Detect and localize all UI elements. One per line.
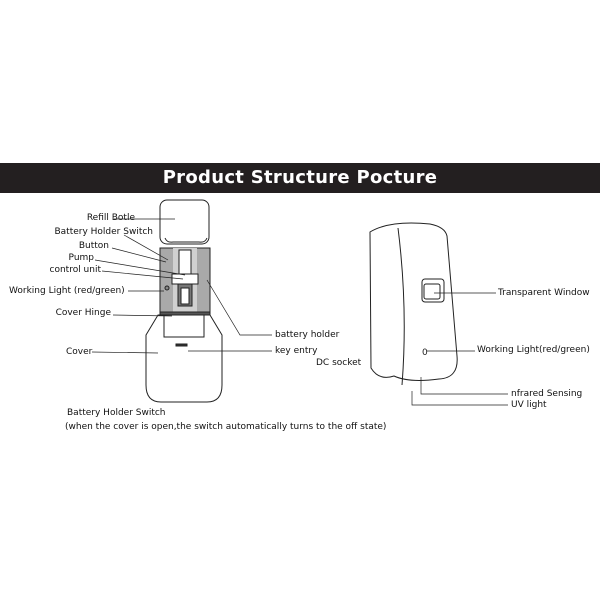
label-uv-light: UV light	[511, 400, 547, 410]
label-dc-socket: DC socket	[316, 358, 362, 368]
label-cover-hinge: Cover Hinge	[55, 308, 111, 318]
control-unit	[171, 273, 199, 285]
label-cover: Cover	[66, 347, 93, 357]
open-dispenser-drawing	[145, 199, 223, 403]
leader-lines-left	[91, 218, 272, 354]
page-title: Product Structure Pocture	[162, 167, 438, 188]
label-control-unit: control unit	[49, 265, 102, 275]
note-text: (when the cover is open,the switch autom…	[65, 422, 387, 432]
label-refill-bottle: Refill Botle	[86, 213, 135, 223]
label-infrared-sensing: nfrared Sensing	[511, 389, 583, 399]
pump	[178, 249, 192, 275]
label-pump: Pump	[68, 253, 94, 263]
title-banner: Product Structure Pocture	[0, 163, 600, 193]
leader-lines-right	[411, 292, 508, 406]
working-light-indicator: 0	[422, 348, 428, 358]
label-battery-holder: battery holder	[275, 330, 340, 340]
label-key-entry: key entry	[275, 346, 318, 356]
label-working-light-left: Working Light (red/green)	[9, 286, 125, 296]
label-battery-holder-switch: Battery Holder Switch	[54, 227, 153, 237]
label-button: Button	[78, 241, 109, 251]
refill-bottle	[159, 199, 210, 245]
closed-dispenser-drawing	[369, 222, 458, 386]
label-working-light-right: Working Light(red/green)	[477, 345, 590, 355]
label-transparent-window: Transparent Window	[498, 288, 590, 298]
note-title: Battery Holder Switch	[67, 408, 166, 418]
